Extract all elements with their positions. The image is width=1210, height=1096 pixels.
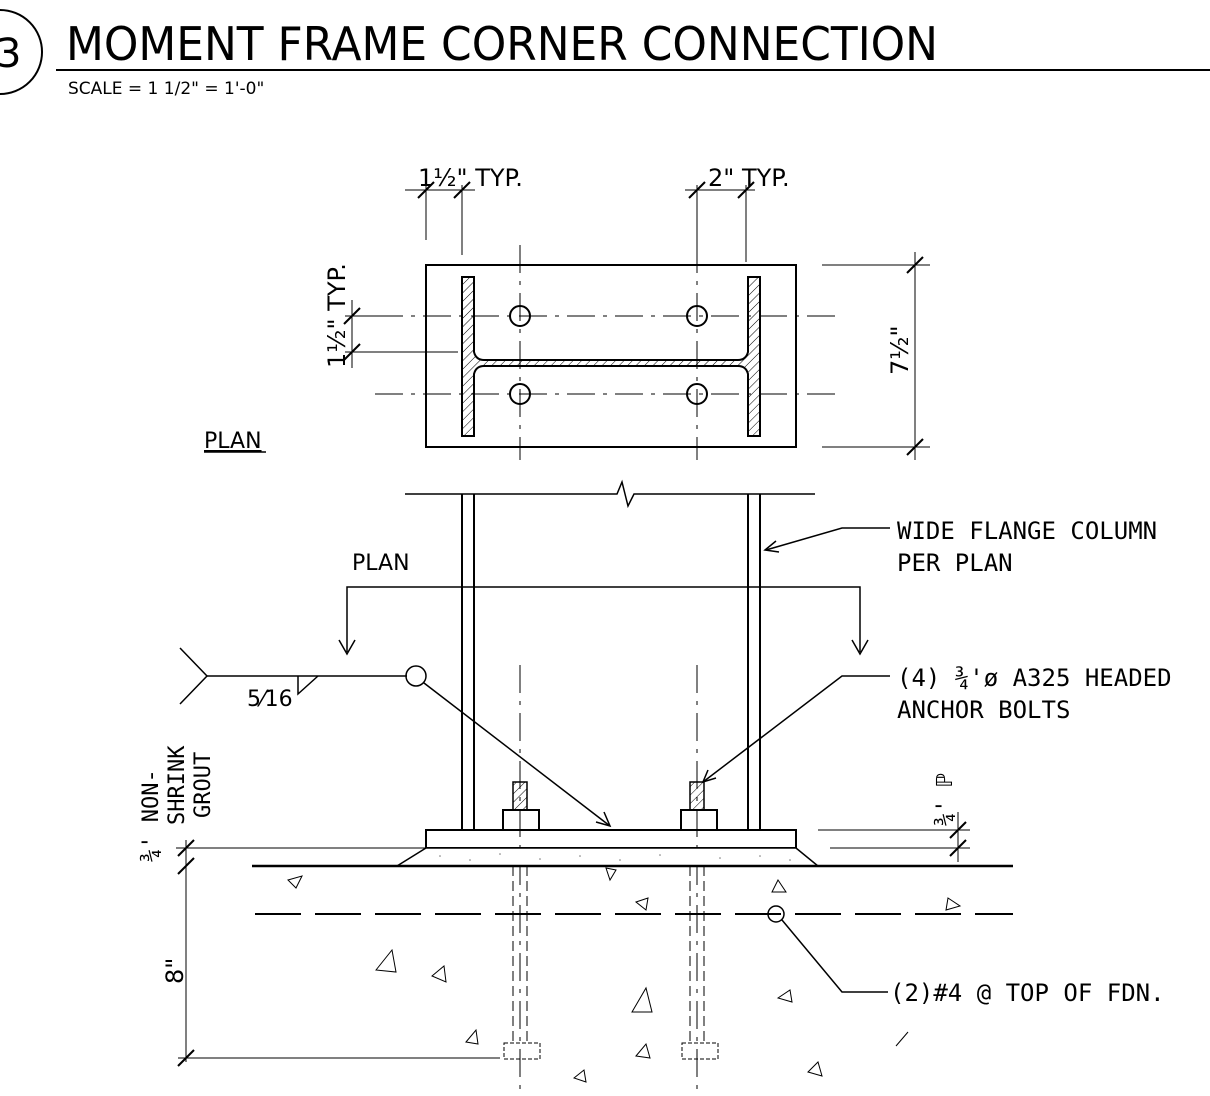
plan-view-label: PLAN	[204, 429, 262, 454]
anchor-bolt-hole	[686, 383, 708, 405]
detail-title: MOMENT FRAME CORNER CONNECTION	[66, 17, 938, 71]
weld-size: 5⁄16	[247, 687, 293, 712]
section-cut-marker: PLAN	[338, 551, 869, 656]
depth-dim-text: 8"	[161, 958, 189, 984]
detail-number: 3	[0, 31, 21, 77]
anchor-bolt-hole	[509, 305, 531, 327]
detail-scale: SCALE = 1 1/2" = 1'-0"	[68, 79, 264, 99]
column-callout: WIDE FLANGE COLUMN PER PLAN	[763, 517, 1157, 577]
rebar-callout-text: (2)#4 @ TOP OF FDN.	[890, 979, 1165, 1007]
column-callout-line1: WIDE FLANGE COLUMN	[897, 517, 1157, 545]
plate-thickness-text: ¾' ℙ	[933, 773, 958, 826]
anchor-bolt-callout-line2: ANCHOR BOLTS	[897, 696, 1070, 724]
dim-top-right-text: 2" TYP.	[708, 164, 790, 192]
section-view: PLAN	[139, 479, 1172, 1090]
dim-right-vertical: 7½"	[822, 252, 930, 460]
grout-callout: ¾' NON- SHRINK GROUT	[139, 745, 430, 1062]
rebar-bar	[767, 905, 785, 923]
foundation-depth-dim: 8"	[161, 958, 500, 1067]
anchor-bolt-hole	[509, 383, 531, 405]
detail-title-block: 3 MOMENT FRAME CORNER CONNECTION SCALE =…	[0, 9, 1210, 99]
anchor-nut	[502, 809, 540, 831]
plan-view: 1½" TYP. 2" TYP. 1½" TYP. 7½"	[204, 164, 930, 460]
break-line	[405, 479, 815, 509]
anchor-bolt-thread	[512, 781, 705, 811]
anchor-bolt-callout: (4) ¾'ø A325 HEADED ANCHOR BOLTS	[701, 664, 1172, 784]
anchor-bolt-hole	[686, 305, 708, 327]
anchor-nut	[680, 809, 718, 831]
weld-symbol: 5⁄16	[179, 647, 612, 828]
dim-top-left: 1½" TYP.	[405, 164, 523, 255]
concrete-aggregate	[287, 867, 962, 1083]
dim-left-vertical: 1½" TYP.	[323, 263, 458, 368]
base-plate-plan	[425, 264, 797, 448]
base-plate	[425, 829, 797, 849]
anchor-bolt-head	[503, 1042, 719, 1060]
anchor-bolt-callout-line1: (4) ¾'ø A325 HEADED	[897, 664, 1172, 692]
detail-number-bubble	[0, 9, 43, 95]
grout-stipple	[439, 853, 791, 861]
dim-top-right: 2" TYP.	[685, 164, 790, 262]
weld-all-around-icon	[405, 665, 427, 687]
section-cut-label: PLAN	[352, 551, 410, 576]
plate-thickness-dim: ¾' ℙ	[818, 773, 970, 862]
dim-top-left-text: 1½" TYP.	[418, 164, 523, 192]
grout-label-line2: SHRINK	[165, 745, 190, 825]
rebar-callout: (2)#4 @ TOP OF FDN.	[781, 919, 1165, 1007]
grout-label-line1: ¾' NON-	[139, 769, 164, 862]
grout-label-line3: GROUT	[191, 752, 216, 818]
anchor-bolt-shank	[512, 866, 705, 1045]
non-shrink-grout	[394, 847, 821, 867]
wide-flange-section	[461, 276, 761, 437]
dim-right-vertical-text: 7½"	[886, 325, 914, 375]
column-callout-line2: PER PLAN	[897, 549, 1013, 577]
dim-left-vertical-text: 1½" TYP.	[323, 263, 351, 368]
